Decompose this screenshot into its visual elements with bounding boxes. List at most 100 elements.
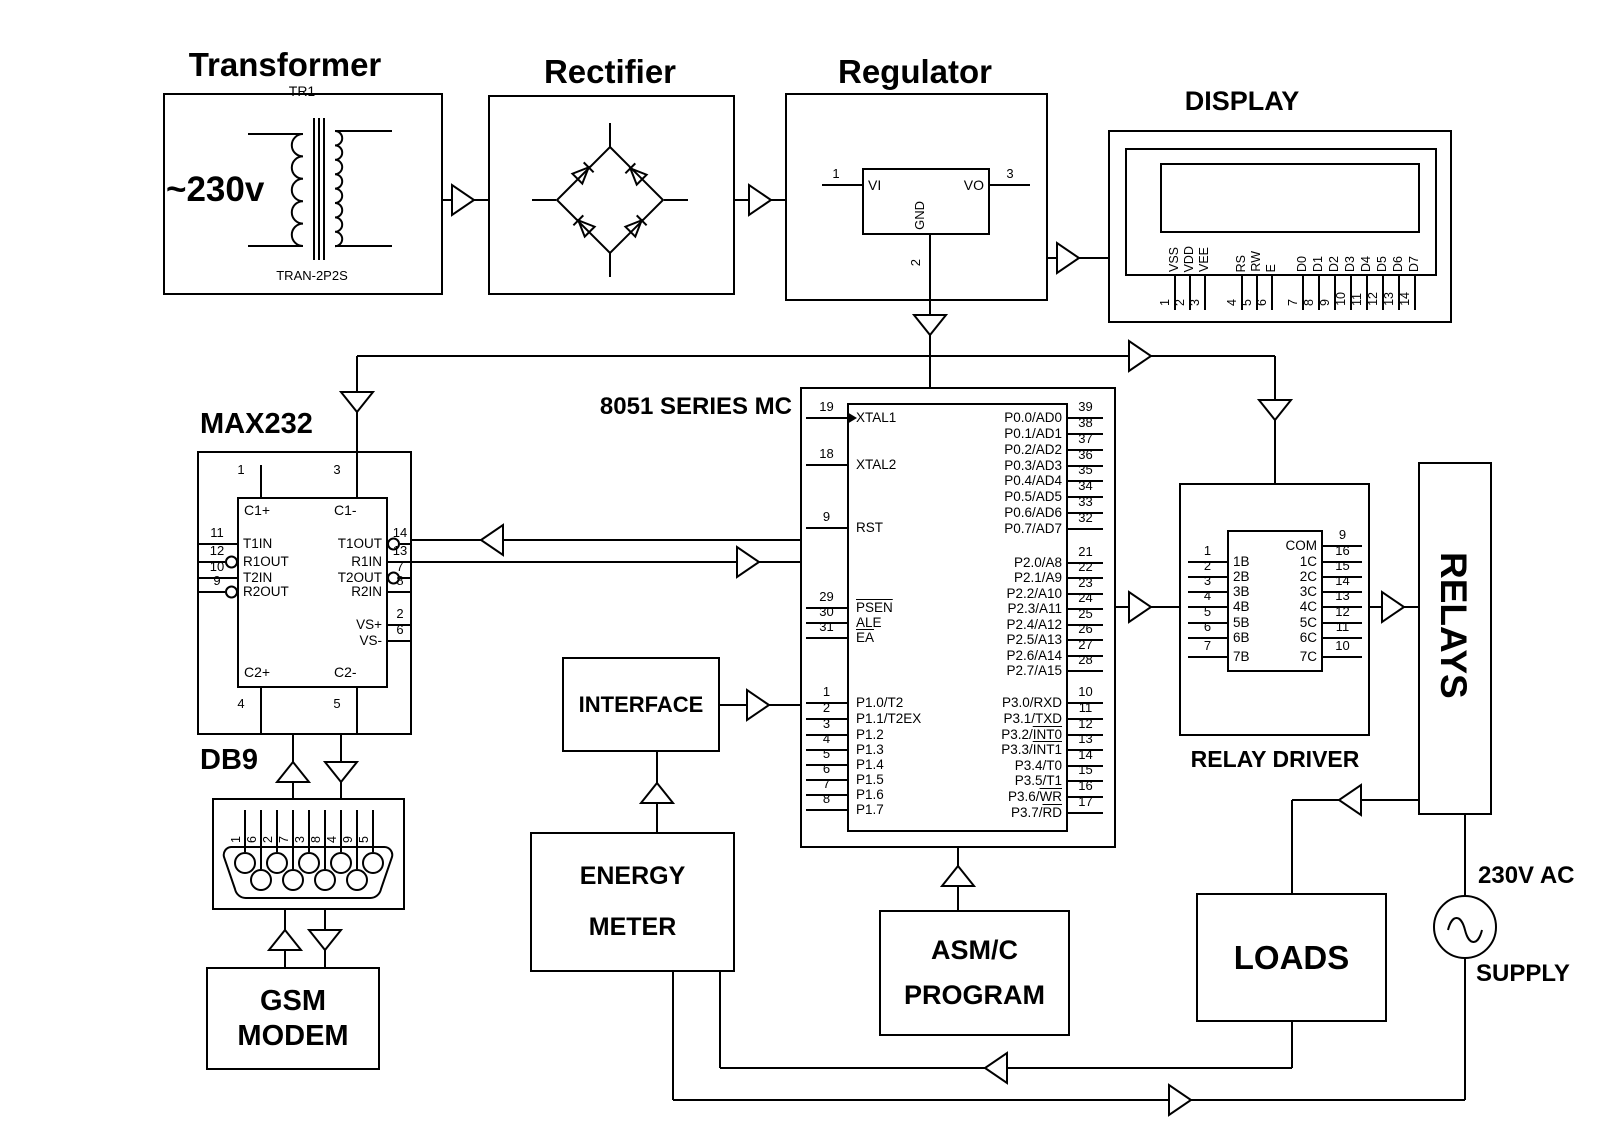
mcu-pin-number: 6 <box>822 761 831 776</box>
max232-pin-stub <box>400 543 412 545</box>
mcu-pin-number: 39 <box>1078 399 1093 414</box>
flow-arrow-l <box>479 523 504 557</box>
mcu-pin-label: P0.5/AD5 <box>1004 489 1062 504</box>
relay-driver-pin-number: 9 <box>1338 527 1347 542</box>
relay-driver-pin-label: 5C <box>1299 615 1317 630</box>
mcu-pin-number: 1 <box>822 684 831 699</box>
mcu-pin-label: P2.7/A15 <box>1006 663 1062 678</box>
mcu-pin-stub <box>1068 749 1103 751</box>
relay-driver-pin-number: 7 <box>1203 638 1212 653</box>
max232-pin-label: R1IN <box>351 554 382 569</box>
db9-title: DB9 <box>200 744 259 776</box>
max232-pin-label: T2IN <box>243 570 273 585</box>
relay-driver-pin-number: 10 <box>1335 638 1350 653</box>
mcu-pin-stub <box>806 527 847 529</box>
mcu-pin-number: 37 <box>1078 431 1093 446</box>
mcu-pin-label: P2.6/A14 <box>1006 648 1062 663</box>
relay-driver-pin-label: 4B <box>1233 599 1250 614</box>
mcu-pin-number: 31 <box>819 619 834 634</box>
loads-label: LOADS <box>1233 938 1350 976</box>
mcu-pin-stub <box>1068 780 1103 782</box>
db9-pin-number: 1 <box>229 836 243 843</box>
mcu-pin-number: 33 <box>1078 494 1093 509</box>
program-label: ASM/C PROGRAM <box>879 910 1070 1036</box>
mcu-pin-label: P3.6/WR <box>1007 789 1062 804</box>
mcu-pin-stub <box>1068 562 1103 564</box>
mcu-pin-number: 19 <box>819 399 834 414</box>
flow-arrow-r <box>748 183 773 217</box>
regulator-vo-label: VO <box>963 177 984 193</box>
relay-driver-pin-label: 5B <box>1233 615 1250 630</box>
relay-driver-pin-label: 3C <box>1299 584 1317 599</box>
gsm-line2: MODEM <box>237 1019 349 1052</box>
relay-driver-pin-number: 5 <box>1203 604 1212 619</box>
mcu-pin-number: 30 <box>819 604 834 619</box>
relay-driver-pin-stub <box>1188 637 1227 639</box>
regulator-pin2-num: 2 <box>908 258 923 266</box>
supply-line1: 230V AC <box>1478 862 1575 889</box>
mcu-pin-stub <box>806 779 847 781</box>
display-pin-stub <box>1271 276 1273 310</box>
max232-c2p: C2+ <box>244 664 271 680</box>
transformer-title: Transformer <box>188 46 382 83</box>
max232-pin-number: 12 <box>209 543 225 558</box>
mcu-pin-stub <box>1068 496 1103 498</box>
db9-pin-number: 9 <box>341 836 355 843</box>
mcu-pin-label: P2.0/A8 <box>1013 555 1062 570</box>
display-module-box <box>1125 148 1437 276</box>
energy-line2: METER <box>588 913 677 941</box>
mcu-pin-label: P2.2/A10 <box>1006 586 1062 601</box>
relay-driver-pin-stub <box>1323 606 1362 608</box>
max232-pin-number: 14 <box>392 525 408 540</box>
flow-arrow-d <box>911 314 949 337</box>
mcu-pin-number: 15 <box>1078 762 1093 777</box>
transformer-ref: TR1 <box>288 83 316 99</box>
max232-pin-stub <box>260 465 262 497</box>
mcu-pin-label: P0.4/AD4 <box>1004 473 1062 488</box>
display-pin-number: 6 <box>1255 299 1269 306</box>
relay-driver-pin-number: 1 <box>1203 543 1212 558</box>
relay-driver-pin-stub <box>1323 591 1362 593</box>
max232-pin-stub <box>388 640 412 642</box>
max232-ic-box <box>237 497 388 688</box>
relay-driver-pin-label: COM <box>1285 538 1318 553</box>
flow-arrow-u <box>266 928 304 951</box>
display-pin-label: VEE <box>1197 246 1211 272</box>
relay-driver-pin-number: 11 <box>1335 619 1350 634</box>
mcu-pin-stub <box>1068 528 1103 530</box>
db9-pin-number: 2 <box>261 836 275 843</box>
display-pin-stub <box>1174 276 1176 310</box>
db9-pin-number: 4 <box>325 836 339 843</box>
display-pin-number: 8 <box>1302 299 1316 306</box>
display-pin-number: 11 <box>1350 293 1364 306</box>
mcu-pin-number: 36 <box>1078 447 1093 462</box>
max232-pin-label: R2OUT <box>243 584 289 599</box>
display-pin-label: D3 <box>1343 256 1357 272</box>
display-pin-label: RW <box>1249 251 1263 272</box>
mcu-pin-label: P0.3/AD3 <box>1004 458 1062 473</box>
mcu-pin-number: 4 <box>822 731 831 746</box>
mcu-pin-number: 24 <box>1078 590 1093 605</box>
max232-pin-number: 8 <box>396 573 404 588</box>
mcu-pin-label: P1.6 <box>856 787 884 802</box>
db9-pin-number: 7 <box>277 836 291 843</box>
mcu-pin-number: 38 <box>1078 415 1093 430</box>
max232-pin-number: 2 <box>396 606 404 621</box>
relay-driver-pin-number: 16 <box>1335 543 1350 558</box>
mcu-pin-label: P3.1/TXD <box>1003 711 1062 726</box>
max232-c2m: C2- <box>334 664 357 680</box>
display-pin-stub <box>1318 276 1320 310</box>
mcu-pin-stub <box>1068 512 1103 514</box>
display-pin-stub <box>1382 276 1384 310</box>
relay-driver-pin-number: 15 <box>1335 558 1350 573</box>
relay-driver-pin-label: 7B <box>1233 649 1250 664</box>
max232-pin-number: 6 <box>396 622 404 637</box>
max232-pin-number: 11 <box>210 525 224 540</box>
relay-driver-pin-label: 2B <box>1233 569 1250 584</box>
display-pin-label: D1 <box>1311 256 1325 272</box>
db9-pin <box>372 810 374 852</box>
rectifier-title: Rectifier <box>543 53 677 90</box>
db9-pin-number: 6 <box>245 836 259 843</box>
max232-pin-number: 13 <box>392 543 408 558</box>
